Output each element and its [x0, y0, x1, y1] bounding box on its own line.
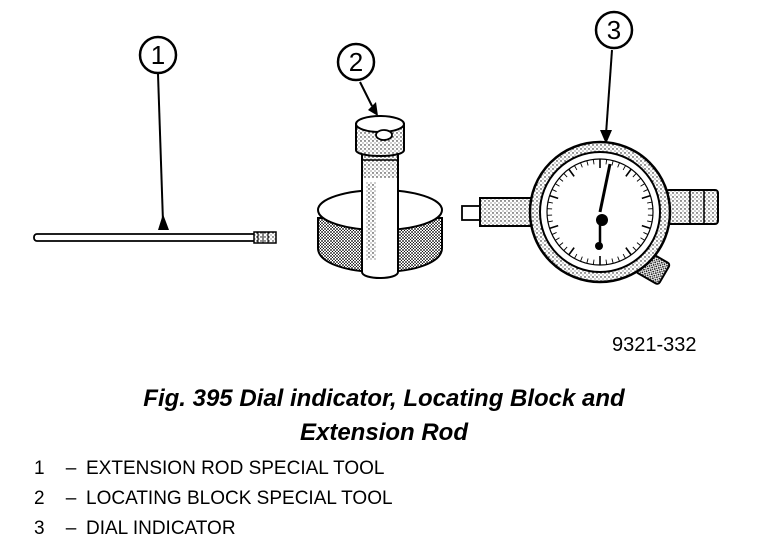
- legend-number: 3: [34, 518, 45, 539]
- dial-tick: [549, 224, 559, 230]
- dial-tick: [580, 256, 583, 262]
- dial-tick: [647, 220, 653, 223]
- dial-tick: [592, 259, 595, 265]
- dial-tick: [580, 162, 583, 168]
- dial-tick: [641, 194, 651, 200]
- dial-tick: [605, 259, 608, 265]
- dial-tick: [574, 165, 578, 171]
- callout-1: 1: [138, 35, 178, 230]
- dial-tick: [563, 173, 568, 178]
- parts-legend: 1–EXTENSION ROD SPECIAL TOOL 2–LOCATING …: [34, 454, 393, 544]
- dial-tick: [625, 247, 632, 256]
- dial-tick: [551, 232, 557, 235]
- caption-line-2: Extension Rod: [299, 419, 468, 446]
- dial-tick: [568, 168, 575, 177]
- legend-dash: –: [65, 518, 77, 539]
- callout-2: 2: [336, 42, 378, 116]
- legend-dash: –: [65, 488, 77, 509]
- dial-tick: [586, 258, 589, 264]
- callout-1-number: 1: [151, 40, 165, 70]
- dial-tick: [611, 160, 614, 166]
- dial-indicator: [461, 140, 719, 285]
- dial-tick: [547, 220, 553, 223]
- legend-text: EXTENSION ROD SPECIAL TOOL: [86, 458, 385, 479]
- locating-block: [317, 115, 443, 279]
- dial-tick: [641, 224, 651, 230]
- dial-tick: [547, 201, 553, 204]
- dial-tick: [636, 242, 642, 247]
- dial-tick: [563, 246, 568, 251]
- figure-caption: Fig. 395 Dial indicator, Locating Block …: [0, 382, 768, 450]
- dial-tick: [574, 253, 578, 259]
- dial-tick: [640, 237, 645, 241]
- dial-tick: [632, 246, 637, 251]
- caption-line-1: Fig. 395 Dial indicator, Locating Block …: [143, 385, 625, 412]
- dial-tick: [586, 160, 589, 166]
- legend-number: 2: [34, 488, 45, 509]
- dial-tick: [640, 183, 645, 187]
- dial-tick: [647, 201, 653, 204]
- extension-rod: [33, 231, 277, 244]
- dial-tick: [551, 189, 557, 192]
- legend-number: 1: [34, 458, 45, 479]
- legend-item: 1–EXTENSION ROD SPECIAL TOOL: [34, 454, 393, 484]
- tool-illustration: 1 2 3: [33, 10, 719, 285]
- dial-tick: [592, 159, 595, 165]
- dial-tick: [632, 173, 637, 178]
- legend-item: 2–LOCATING BLOCK SPECIAL TOOL: [34, 484, 393, 514]
- dial-tick: [622, 165, 626, 171]
- callout-3: 3: [594, 10, 634, 144]
- dial-tick: [605, 159, 608, 165]
- dial-tick: [636, 177, 642, 182]
- legend-item: 3–DIAL INDICATOR: [34, 514, 393, 544]
- legend-text: LOCATING BLOCK SPECIAL TOOL: [86, 488, 393, 509]
- dial-tick: [622, 253, 626, 259]
- dial-tick: [611, 258, 614, 264]
- dial-tick: [617, 162, 620, 168]
- legend-dash: –: [65, 458, 77, 479]
- dial-tick: [643, 189, 649, 192]
- dial-tick: [625, 168, 632, 177]
- callout-3-number: 3: [607, 15, 621, 45]
- dial-tick: [549, 194, 559, 200]
- dial-tick: [558, 242, 564, 247]
- legend-text: DIAL INDICATOR: [86, 518, 236, 539]
- dial-tick: [555, 183, 560, 187]
- dial-tick: [555, 237, 560, 241]
- dial-tick: [568, 247, 575, 256]
- dial-tick: [617, 256, 620, 262]
- callout-2-number: 2: [349, 47, 363, 77]
- figure-code: 9321-332: [612, 334, 697, 356]
- dial-tick: [643, 232, 649, 235]
- dial-tick: [558, 177, 564, 182]
- dial-scale: [547, 159, 653, 265]
